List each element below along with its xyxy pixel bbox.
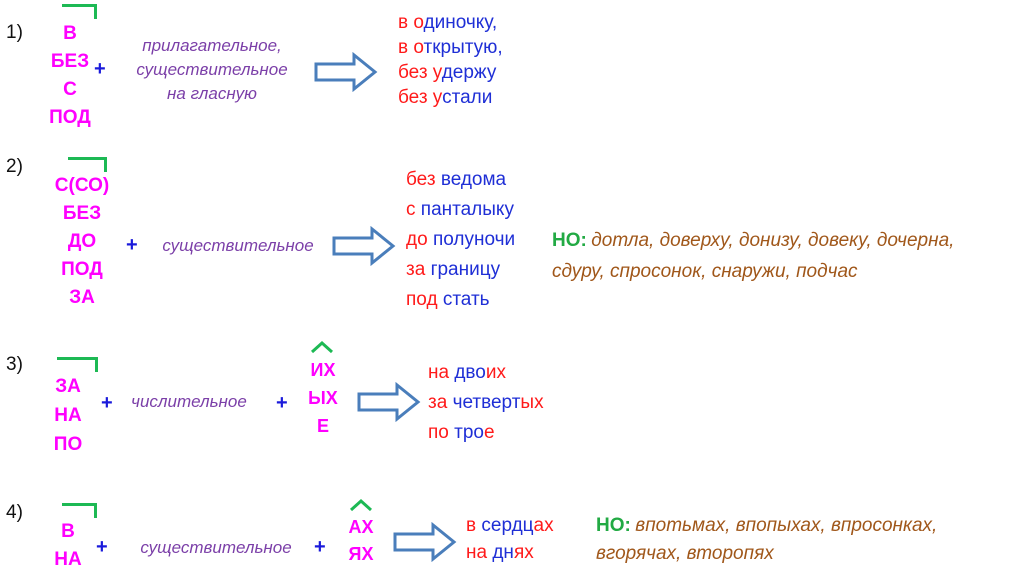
item-2-examples: без ведома с панталыку до полуночи за гр… [406, 165, 515, 315]
item-3-prefixes: ЗА НА ПО [40, 372, 96, 459]
prefix-bracket-icon [68, 157, 107, 172]
hollow-right-arrow-icon [393, 522, 457, 562]
prefix-bracket-icon [57, 357, 98, 372]
suffix-arc-icon [349, 498, 373, 512]
hollow-right-arrow-icon [332, 226, 396, 266]
exception-line: НО: дотла, доверху, донизу, довеку, доче… [552, 230, 955, 251]
example-line: под стать [406, 289, 490, 310]
item-4-exceptions: НО: впотьмах, впопыхах, впросонках, вгор… [596, 512, 937, 567]
prefix: ПОД [49, 107, 91, 128]
item-4-number: 4) [6, 502, 23, 523]
prefix-bracket-icon [62, 503, 97, 518]
example-line: за четвертых [428, 392, 544, 413]
prefix: В [61, 521, 75, 542]
item-3-suffixes: ИХ ЫХ Е [298, 356, 348, 440]
example-line: в одиночку, [398, 12, 498, 33]
item-2-prefixes: С(СО) БЕЗ ДО ПОД ЗА [40, 172, 124, 312]
hollow-right-arrow-icon [357, 382, 421, 422]
exception-line: сдуру, спросонок, снаружи, подчас [552, 261, 858, 282]
prefix: ПОД [61, 259, 103, 280]
prefix: С [63, 79, 77, 100]
description-line: на гласную [167, 84, 257, 103]
item-4-suffixes: АХ ЯХ [336, 514, 386, 568]
suffix-arc-icon [310, 340, 334, 354]
prefix: ПО [53, 434, 83, 455]
description-line: существительное [136, 60, 288, 79]
description-line: существительное [162, 236, 314, 255]
prefix: ЗА [69, 287, 95, 308]
item-3-description: числительное [124, 390, 254, 414]
plus-sign: + [276, 392, 288, 414]
plus-sign: + [314, 536, 326, 558]
example-line: без ведома [406, 169, 507, 190]
plus-sign: + [94, 58, 106, 80]
example-line: в открытую, [398, 37, 503, 58]
item-4-examples: в сердцах на днях [466, 512, 554, 566]
suffix: ИХ [310, 360, 336, 380]
example-line: по трое [428, 422, 495, 443]
suffix: ЫХ [308, 388, 338, 408]
suffix: ЯХ [348, 544, 374, 564]
example-line: без устали [398, 87, 493, 108]
prefix: С(СО) [54, 175, 110, 196]
example-line: без удержу [398, 62, 497, 83]
description-line: числительное [131, 392, 247, 411]
item-4-description: существительное [124, 536, 308, 560]
item-2-description: существительное [148, 234, 328, 258]
prefix: НА [54, 549, 82, 570]
item-1-prefixes: В БЕЗ С ПОД [35, 20, 105, 132]
example-line: на двоих [428, 362, 507, 383]
prefix-bracket-icon [62, 4, 97, 19]
plus-sign: + [101, 392, 113, 414]
example-line: в сердцах [466, 515, 554, 536]
item-1-number: 1) [6, 22, 23, 43]
hollow-right-arrow-icon [314, 52, 378, 92]
exception-line: НО: впотьмах, впопыхах, впросонках, [596, 515, 938, 536]
no-label: НО: [596, 515, 631, 536]
description-line: существительное [140, 538, 292, 557]
prefix: ДО [67, 231, 97, 252]
item-1-description: прилагательное, существительное на гласн… [118, 34, 306, 106]
exception-line: вгорячах, второпях [596, 543, 774, 564]
item-3-examples: на двоих за четвертых по трое [428, 358, 544, 448]
prefix: ЗА [55, 376, 81, 397]
prefix: БЕЗ [50, 51, 90, 72]
example-line: до полуночи [406, 229, 516, 250]
item-2-number: 2) [6, 156, 23, 177]
item-3-number: 3) [6, 354, 23, 375]
plus-sign: + [126, 234, 138, 256]
item-2-exceptions: НО: дотла, доверху, донизу, довеку, доче… [552, 226, 954, 287]
example-line: за границу [406, 259, 501, 280]
prefix: В [63, 23, 77, 44]
item-1-examples: в одиночку, в открытую, без удержу без у… [398, 10, 503, 110]
plus-sign: + [96, 536, 108, 558]
item-4-prefixes: В НА [40, 518, 96, 574]
description-line: прилагательное, [142, 36, 282, 55]
suffix: АХ [348, 517, 374, 537]
prefix: НА [54, 405, 82, 426]
example-line: с панталыку [406, 199, 514, 220]
no-label: НО: [552, 230, 587, 251]
prefix: БЕЗ [62, 203, 102, 224]
suffix: Е [316, 416, 329, 436]
example-line: на днях [466, 542, 534, 563]
